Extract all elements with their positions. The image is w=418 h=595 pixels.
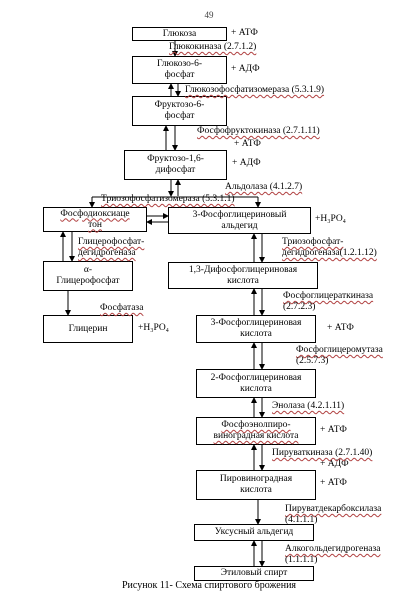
page-number: 49: [204, 10, 214, 20]
label-h3po4-2: +H₃PO₄: [138, 323, 169, 333]
box-glyceraldehyde-3-phosphate: 3-Фосфоглицериновый альдегид: [168, 207, 311, 234]
label-atf-2: + АТФ: [234, 139, 261, 149]
box-glucose-6-phosphate: Глюкозо-6- фосфат: [132, 56, 227, 84]
enzyme-alcohol-dehydrogenase: Алкогольдегидрогеназа (1.1.1.1): [285, 544, 381, 565]
enzyme-enolase: Энолаза (4.2.1.11): [272, 401, 345, 411]
label-atf-1: + АТФ: [231, 28, 258, 38]
box-3-phosphoglycerate: 3-Фосфоглицериновая кислота: [196, 315, 316, 343]
enzyme-phosphofructokinase: Фосфофруктокиназа (2.7.1.11): [197, 126, 320, 136]
enzyme-triose-phosphate-isomerase: Триозофосфатизомераза (5.3.1.1): [101, 194, 235, 204]
label-atf-4: + АТФ: [320, 425, 347, 435]
box-phosphoenolpyruvate: Фосфоэнолпиро- виноградная кислота: [196, 417, 316, 445]
box-fructose-1-6-diphosphate: Фруктозо-1,6- дифосфат: [124, 150, 227, 180]
enzyme-glucokinase: Глюкокиназа (2.7.1.2): [169, 42, 257, 52]
enzyme-pyruvate-decarboxylase: Пируватдекарбоксилаза (4.1.1.1): [285, 504, 382, 525]
box-pyruvate: Пировиноградная кислота: [196, 470, 316, 500]
label-atf-3: + АТФ: [327, 323, 354, 333]
box-glycerol: Глицерин: [43, 315, 133, 343]
label-adf-1: + АДФ: [231, 64, 260, 74]
enzyme-phosphoglycerate-kinase: Фосфоглицераткиназа (2.7.2.3): [283, 291, 374, 312]
enzyme-triose-phosphate-dehydrogenase: Триозофосфат- дегидрогеназа(1.2.1.12): [282, 237, 377, 258]
enzyme-phosphoglyceromutase: Фосфоглицеромутаза (2.5.7.3): [296, 345, 383, 366]
box-ethanol: Этиловый спирт: [194, 566, 314, 581]
label-adf-3: + АДФ: [320, 459, 349, 469]
box-1-3-diphosphoglycerate: 1,3-Дифосфоглицериновая кислота: [168, 262, 318, 289]
enzyme-glycerophosphate-dehydrogenase: Глицерофосфат- дегидрогеназа: [78, 237, 145, 258]
figure-caption: Рисунок 11- Схема спиртового брожения: [121, 580, 297, 591]
label-adf-2: + АДФ: [232, 158, 261, 168]
box-acetaldehyde: Уксусный альдегид: [194, 524, 314, 541]
box-glucose: Глюкоза: [132, 27, 227, 41]
enzyme-phosphatase: Фосфатаза: [100, 303, 144, 313]
box-fructose-6-phosphate: Фруктозо-6- фосфат: [132, 96, 227, 126]
label-atf-5: + АТФ: [320, 478, 347, 488]
box-alpha-glycerophosphate: α- Глицерофосфат: [43, 261, 133, 291]
enzyme-aldolase: Альдолаза (4.1.2.7): [225, 182, 303, 192]
label-h3po4-1: +H₃PO₄: [315, 214, 346, 224]
enzyme-glucose-phosphate-isomerase: Глюкозофосфатизомераза (5.3.1.9): [185, 85, 325, 95]
box-dihydroxyacetone-phosphate: Фосфодиоксиаце тон: [43, 207, 147, 232]
enzyme-pyruvate-kinase: Пируваткиназа (2.7.1.40): [272, 448, 373, 458]
box-2-phosphoglycerate: 2-Фосфоглицериновая кислота: [196, 369, 316, 398]
